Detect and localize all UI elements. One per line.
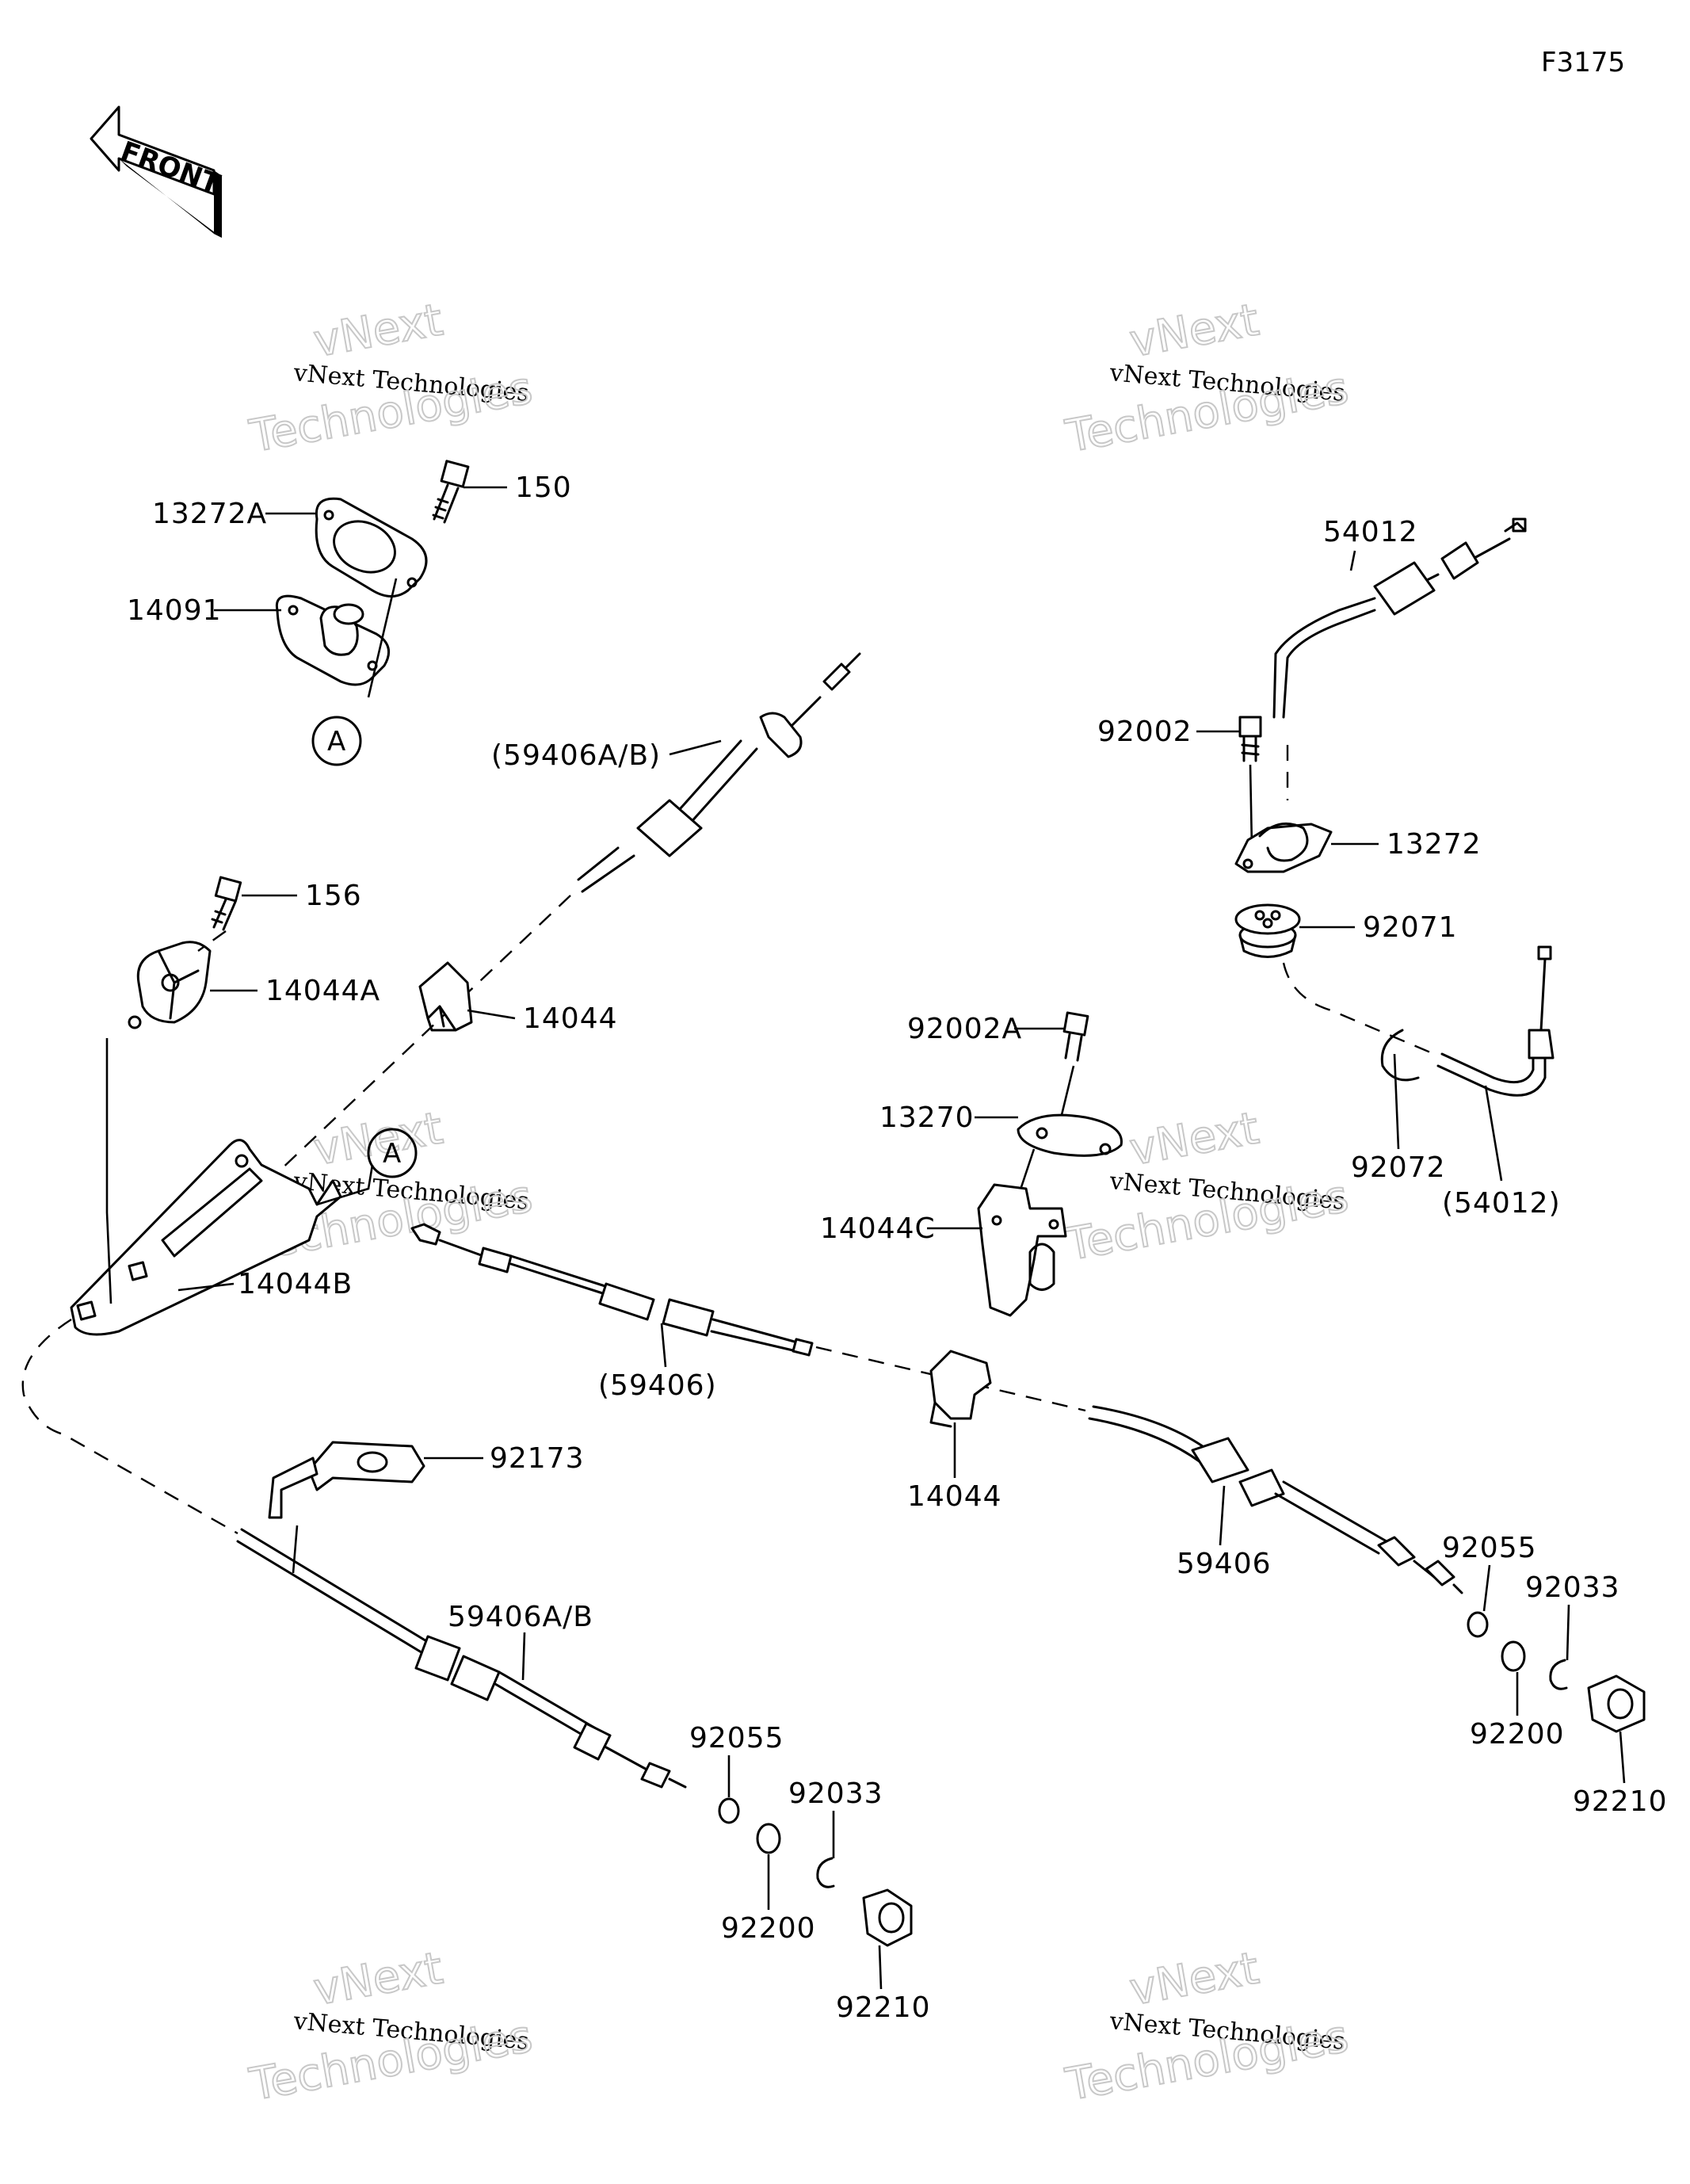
label-92071: 92071 — [1363, 911, 1458, 944]
label-59406: 59406 — [1177, 1548, 1272, 1580]
svg-text:vNext: vNext — [1126, 294, 1262, 367]
cable-59406ab-upper — [277, 652, 861, 1174]
svg-text:vNext: vNext — [310, 1102, 446, 1175]
watermark-bottom-right: vNext vNext Technologies Technologies — [1061, 1942, 1353, 2112]
label-92002a: 92002A — [907, 1013, 1022, 1045]
label-59406ab-ref: (59406A/B) — [491, 739, 661, 772]
bolt-92002 — [1238, 716, 1262, 762]
cable-54012-upper — [1272, 517, 1527, 800]
label-150: 150 — [515, 472, 572, 504]
bracket-92173 — [268, 1441, 425, 1519]
bracket-14044b — [70, 1139, 342, 1336]
label-54012-ref: (54012) — [1442, 1187, 1561, 1220]
callout-a-circle-mid — [367, 1128, 418, 1178]
bolt-150 — [432, 460, 470, 524]
clip-92072 — [1380, 1029, 1420, 1082]
label-13270: 13270 — [879, 1102, 975, 1134]
label-59406ab: 59406A/B — [448, 1601, 593, 1633]
svg-text:vNext: vNext — [1126, 1942, 1262, 2015]
watermark-bottom-left: vNext vNext Technologies Technologies — [245, 1942, 537, 2112]
svg-text:vNext: vNext — [1126, 1102, 1262, 1175]
gasket-13272a — [315, 497, 428, 598]
label-92210-left: 92210 — [836, 1991, 931, 2024]
callout-a-circle-top — [311, 716, 362, 766]
callout-a-mid: A — [383, 1138, 401, 1170]
label-59406-ref: (59406) — [598, 1369, 717, 1402]
label-92200-right: 92200 — [1470, 1718, 1565, 1751]
washer-92200-right — [1501, 1640, 1526, 1672]
clip-14044-lower — [929, 1350, 992, 1428]
label-13272: 13272 — [1387, 828, 1482, 861]
plate-13270 — [1017, 1113, 1123, 1157]
label-14044-lower: 14044 — [907, 1480, 1002, 1513]
plate-13272 — [1234, 822, 1333, 873]
callout-a-top: A — [327, 726, 345, 758]
clip-14044-upper — [418, 961, 473, 1032]
label-92033-right: 92033 — [1525, 1571, 1620, 1604]
label-92200-left: 92200 — [721, 1912, 816, 1945]
label-92173: 92173 — [490, 1442, 585, 1475]
label-14044c: 14044C — [820, 1212, 936, 1245]
grommet-92071 — [1234, 903, 1301, 958]
front-arrow-icon: FRONT — [90, 105, 225, 238]
cable-59406ab-lower — [236, 1528, 687, 1789]
label-156: 156 — [305, 880, 362, 912]
washer-92200-left — [756, 1823, 781, 1854]
nut-92210-left — [862, 1888, 913, 1947]
cable-59406-middle — [410, 1223, 1086, 1412]
label-13272a: 13272A — [152, 498, 267, 530]
label-92002: 92002 — [1097, 716, 1192, 748]
label-14091: 14091 — [127, 594, 222, 627]
plate-14091 — [275, 594, 391, 686]
label-54012: 54012 — [1323, 516, 1418, 548]
cable-54012-lower — [1436, 945, 1555, 1097]
routing-dash-right — [1282, 962, 1435, 1056]
label-14044-upper: 14044 — [523, 1002, 618, 1035]
bolt-92002a — [1062, 1011, 1089, 1062]
routing-dash-lower — [21, 1318, 238, 1535]
label-92210-right: 92210 — [1573, 1785, 1668, 1818]
nut-92210-right — [1587, 1674, 1646, 1733]
label-92055-left: 92055 — [689, 1722, 784, 1754]
bracket-14044a — [128, 941, 212, 1029]
label-92055-right: 92055 — [1442, 1532, 1537, 1564]
label-14044b: 14044B — [238, 1268, 353, 1300]
cable-59406-lower — [1088, 1405, 1463, 1594]
watermark-top-left: vNext vNext Technologies Technologies — [245, 293, 537, 464]
label-92072: 92072 — [1351, 1151, 1446, 1184]
o-ring-92055-left — [718, 1797, 740, 1824]
svg-text:vNext: vNext — [310, 1942, 446, 2015]
bolt-156 — [211, 876, 242, 931]
svg-text:vNext: vNext — [310, 294, 446, 367]
bracket-14044c — [977, 1183, 1067, 1317]
label-92033-left: 92033 — [788, 1777, 883, 1810]
clip-92033-right — [1549, 1659, 1568, 1690]
front-label: FRONT — [116, 136, 225, 200]
watermark-top-right: vNext vNext Technologies Technologies — [1061, 293, 1353, 464]
figure-code: F3175 — [1541, 47, 1625, 78]
bracket-link-line — [105, 1038, 113, 1304]
o-ring-92055-right — [1467, 1611, 1489, 1638]
label-14044a: 14044A — [265, 975, 380, 1007]
clip-92033-left — [816, 1857, 835, 1888]
